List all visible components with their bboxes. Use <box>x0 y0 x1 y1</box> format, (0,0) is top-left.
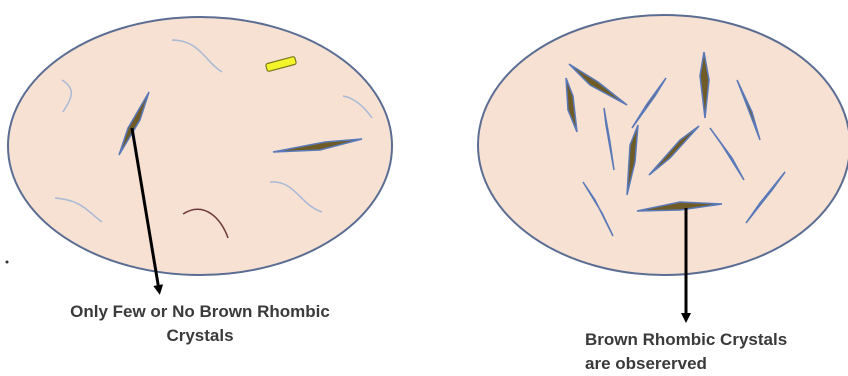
left-caption: Only Few or No Brown Rhombic Crystals <box>20 300 380 348</box>
left-caption-line1: Only Few or No Brown Rhombic <box>20 300 380 324</box>
left-field <box>8 17 392 290</box>
right-caption: Brown Rhombic Crystals are obsererved <box>585 328 845 376</box>
right-caption-line1: Brown Rhombic Crystals <box>585 328 845 352</box>
stray-dot <box>6 261 9 264</box>
right-field <box>478 15 848 318</box>
left-caption-line2: Crystals <box>20 324 380 348</box>
right-field-circle <box>478 15 848 275</box>
right-caption-line2: are obsererved <box>585 352 845 376</box>
